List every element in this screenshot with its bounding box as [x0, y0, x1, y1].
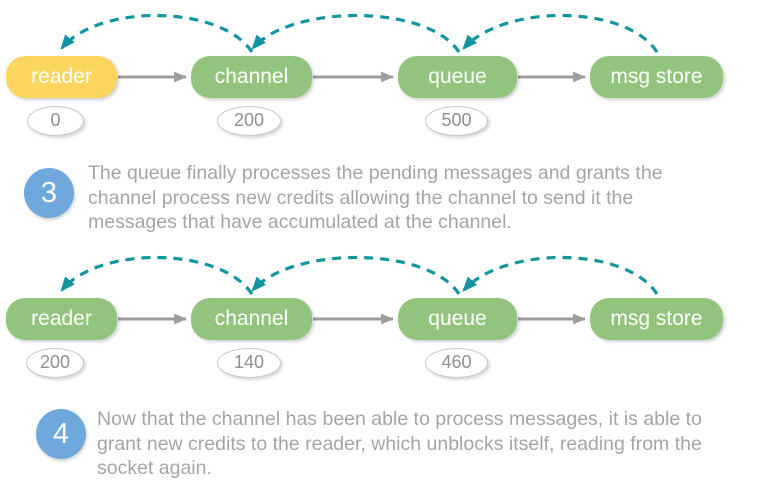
credit-badge-queue: 460 [425, 348, 488, 378]
credit-arc-queue-to-channel-icon [251, 255, 461, 295]
credit-badge-reader: 200 [26, 348, 84, 378]
caption-line: messages that have accumulated at the ch… [88, 211, 512, 233]
credit-badge-channel: 200 [217, 106, 281, 136]
caption-line: Now that the channel has been able to pr… [97, 408, 702, 430]
node-reader: reader [6, 298, 117, 340]
step-description: The queue finally processes the pending … [88, 161, 663, 235]
diagram-state-4: reader channel queue msg store 200 140 4… [0, 242, 769, 392]
caption-line: socket again. [97, 457, 212, 479]
node-channel: channel [191, 56, 312, 98]
node-reader: reader [6, 56, 117, 98]
node-queue: queue [398, 298, 517, 340]
node-queue: queue [398, 56, 517, 98]
node-channel: channel [191, 298, 312, 340]
caption-line: The queue finally processes the pending … [88, 162, 663, 184]
step-description: Now that the channel has been able to pr… [97, 407, 702, 481]
arrows-layer [60, 13, 659, 83]
step-number-badge: 3 [24, 168, 74, 218]
caption-line: channel process new credits allowing the… [88, 186, 634, 209]
credit-badge-reader: 0 [27, 106, 84, 136]
credit-arc-channel-to-reader-icon [60, 255, 254, 295]
arrows-layer [60, 255, 659, 325]
credit-badge-channel: 140 [217, 348, 281, 378]
credit-arc-channel-to-reader-icon [60, 13, 254, 53]
credit-arc-queue-to-channel-icon [251, 13, 461, 53]
credit-arc-msgstore-to-queue-icon [462, 13, 659, 53]
credit-badge-queue: 500 [425, 106, 488, 136]
node-msg-store: msg store [590, 298, 723, 340]
credit-arc-msgstore-to-queue-icon [462, 255, 659, 295]
node-msg-store: msg store [590, 56, 723, 98]
caption-line: grant new credits to the reader, which u… [97, 432, 702, 455]
diagram-state-3: reader channel queue msg store 0 200 500 [0, 0, 769, 150]
step-number-badge: 4 [36, 409, 86, 459]
